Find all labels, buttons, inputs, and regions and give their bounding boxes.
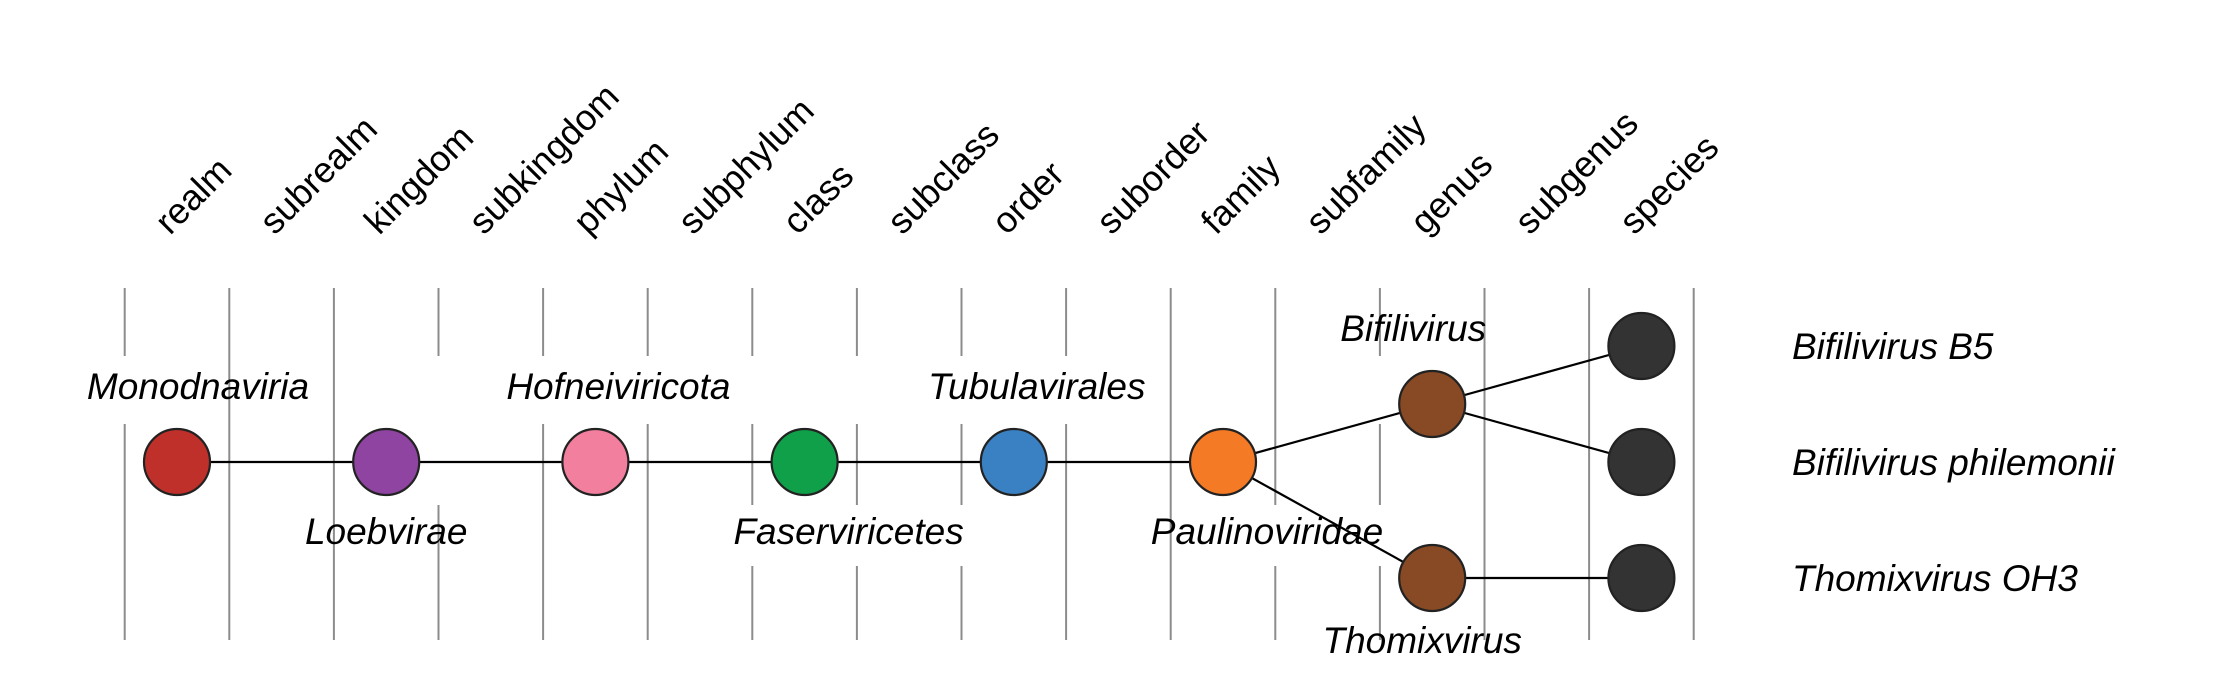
node-faserviricetes	[770, 427, 839, 497]
label-bifilivirus-philemonii: Bifilivirus philemonii	[1792, 442, 2117, 483]
label-thomixvirus-oh3: Thomixvirus OH3	[1792, 558, 2078, 599]
rank-label-order: order	[983, 153, 1071, 241]
label-faserviricetes: Faserviricetes	[733, 511, 963, 552]
node-bifilivirus-b5	[1607, 311, 1676, 381]
taxonomy-edges	[177, 344, 1642, 580]
label-hofneiviricota: Hofneiviricota	[506, 366, 730, 407]
rank-label-family: family	[1193, 146, 1288, 241]
label-monodnaviria: Monodnaviria	[87, 366, 309, 407]
label-bifilivirus: Bifilivirus	[1340, 308, 1486, 349]
edge-paulinoviridae-thomixvirus	[1222, 461, 1433, 579]
label-tubulavirales: Tubulavirales	[928, 366, 1145, 407]
label-loebvirae: Loebvirae	[305, 511, 468, 552]
node-loebvirae	[352, 427, 421, 497]
label-thomixvirus: Thomixvirus	[1322, 620, 1521, 661]
rank-label-suborder: suborder	[1088, 112, 1217, 241]
rank-grid	[123, 288, 1695, 640]
taxon-nodes	[142, 311, 1676, 613]
rank-label-class: class	[774, 155, 861, 242]
rank-label-genus: genus	[1402, 143, 1500, 241]
node-monodnaviria	[142, 427, 212, 497]
node-hofneiviricota	[561, 427, 630, 497]
rank-label-subclass: subclass	[879, 114, 1007, 242]
label-bifilivirus-b5: Bifilivirus B5	[1792, 326, 1994, 367]
edge-bifilivirus-bifilivirus-philemonii	[1431, 402, 1642, 464]
rank-label-realm: realm	[147, 149, 240, 242]
node-tubulavirales	[979, 427, 1048, 497]
edge-paulinoviridae-bifilivirus	[1222, 402, 1433, 464]
node-bifilivirus-philemonii	[1607, 427, 1676, 497]
node-bifilivirus	[1398, 369, 1467, 439]
node-paulinoviridae	[1188, 427, 1258, 497]
node-thomixvirus	[1398, 543, 1467, 613]
label-paulinoviridae: Paulinoviridae	[1151, 511, 1383, 552]
edge-bifilivirus-bifilivirus-b5	[1431, 344, 1642, 406]
node-thomixvirus-oh3	[1607, 543, 1676, 613]
